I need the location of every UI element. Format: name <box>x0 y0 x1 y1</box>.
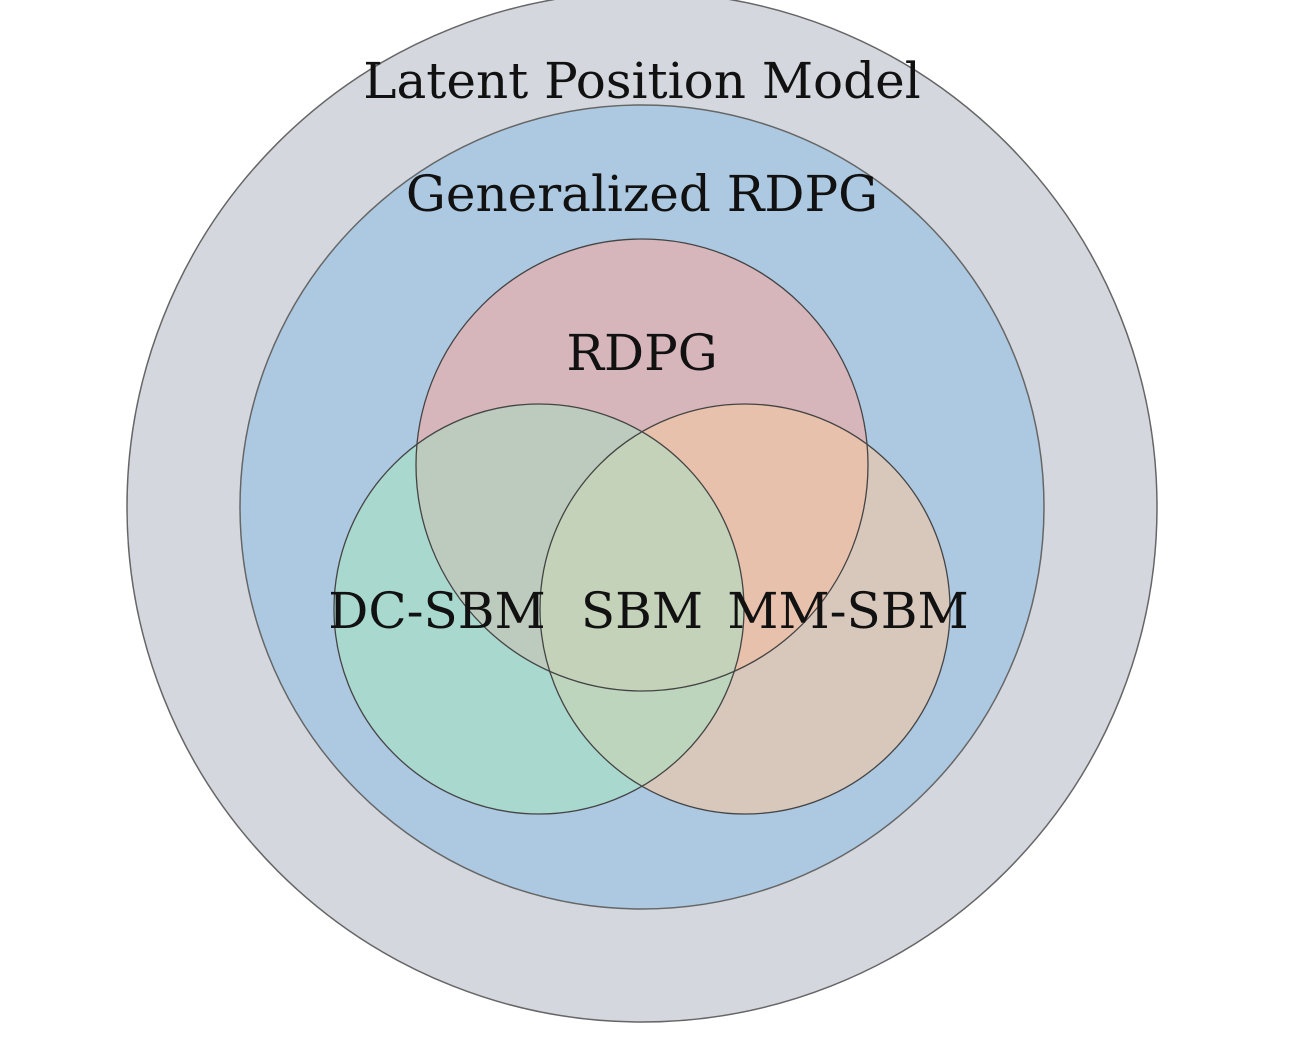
sbm-label: SBM <box>581 582 703 640</box>
dc-sbm-label: DC-SBM <box>328 582 545 640</box>
generalized-rdpg-label: Generalized RDPG <box>406 165 878 223</box>
rdpg-circle-outline <box>415 238 869 692</box>
latent-position-model-label: Latent Position Model <box>363 52 920 110</box>
triple-overlap <box>540 404 744 691</box>
mm-sbm-circle-outline <box>539 403 951 815</box>
dc-sbm-circle-outline <box>333 403 745 815</box>
mm-sbm-label: MM-SBM <box>727 582 968 640</box>
rdpg-label: RDPG <box>566 324 717 382</box>
